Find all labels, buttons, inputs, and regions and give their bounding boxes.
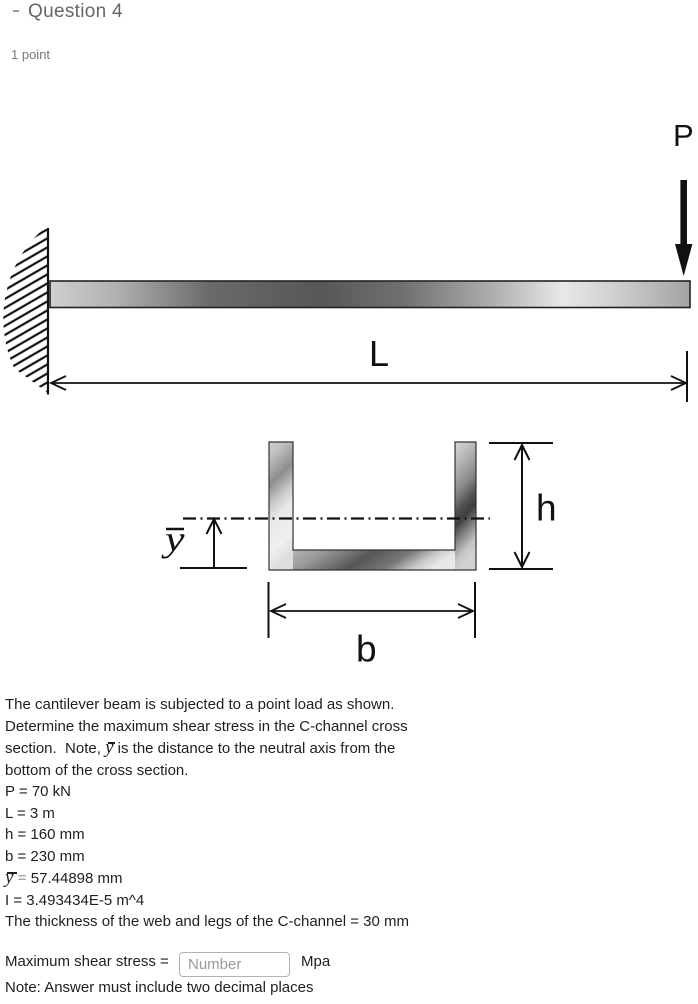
svg-text:L: L (369, 333, 389, 374)
svg-text:h: h (536, 488, 557, 529)
svg-text:b: b (356, 629, 377, 670)
svg-text:P: P (673, 118, 694, 153)
svg-text:y: y (161, 519, 185, 559)
